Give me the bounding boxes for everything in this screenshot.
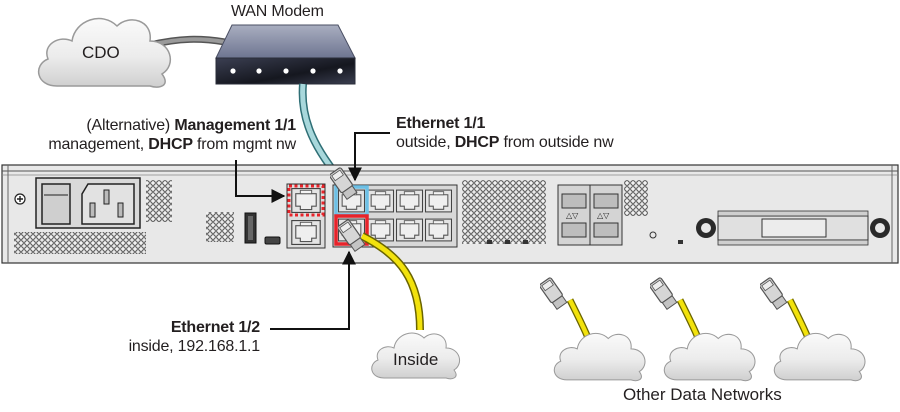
- eth11-callout-line: [348, 132, 390, 182]
- status-led: [649, 231, 657, 239]
- eth12-label-name: Ethernet 1/2: [170, 319, 260, 336]
- other-network-2: [650, 276, 756, 382]
- rj45-port: [291, 220, 321, 245]
- mgmt-label-source: from mgmt nw: [192, 136, 296, 153]
- mgmt-label-role: management,: [48, 136, 149, 153]
- mgmt-port-highlight: [287, 184, 325, 217]
- mgmt-label: (Alternative) Management 1/1 management,…: [48, 116, 296, 154]
- eth11-label-role: outside,: [396, 134, 455, 151]
- chassis: △▽ △▽: [1, 164, 899, 264]
- eth12-label-detail: inside, 192.168.1.1: [128, 338, 261, 355]
- vent-grille: [624, 180, 648, 216]
- mgmt-port: [291, 188, 321, 213]
- other-network-1: [540, 276, 646, 382]
- eth11-label-name: Ethernet 1/1: [396, 115, 486, 132]
- vent-grille: [206, 212, 234, 242]
- console-port: [264, 236, 281, 245]
- inside-cloud-label: Inside: [393, 350, 439, 369]
- svg-text:△▽: △▽: [566, 211, 579, 220]
- other-networks-label: Other Data Networks: [623, 385, 782, 404]
- wan-modem-label: WAN Modem: [231, 3, 324, 20]
- power-switch: [41, 183, 71, 225]
- mgmt-label-name: Management 1/1: [174, 117, 296, 134]
- eth11-label: Ethernet 1/1 outside, DHCP from outside …: [396, 114, 614, 152]
- cdo-cloud-label: CDO: [82, 43, 120, 62]
- vent-grille: [14, 232, 146, 254]
- svg-text:△▽: △▽: [597, 211, 610, 220]
- vent-grille: [462, 180, 546, 244]
- mgmt-label-prefix: (Alternative): [86, 117, 175, 134]
- network-module-slot: [696, 210, 890, 246]
- modem-leds: [230, 68, 343, 74]
- eth12-label: Ethernet 1/2 inside, 192.168.1.1: [128, 318, 261, 356]
- eth12-callout-line: [270, 250, 356, 330]
- other-network-3: [760, 276, 866, 382]
- wan-modem: [215, 24, 356, 85]
- eth11-label-source: from outside nw: [499, 134, 614, 151]
- mgmt-label-dhcp: DHCP: [148, 136, 193, 153]
- vent-grille: [146, 180, 172, 222]
- eth11-label-dhcp: DHCP: [454, 134, 500, 151]
- mgmt-callout-line: [235, 160, 286, 203]
